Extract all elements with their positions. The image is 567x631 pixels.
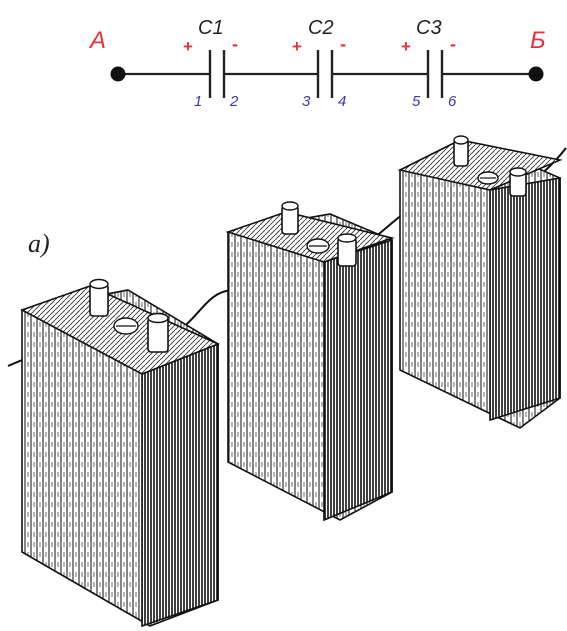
cell-1-vent-cap	[113, 317, 139, 335]
capacitor-c3: C3 + - 5 6	[401, 17, 457, 110]
cell-3-terminal-negative	[509, 167, 527, 197]
figure-label: а)	[28, 229, 50, 258]
capacitor-c2-terminal-4: 4	[338, 93, 346, 110]
cell-2-vent-cap	[306, 238, 330, 254]
cell-2-terminal-positive	[281, 201, 299, 235]
capacitor-c2-minus: -	[340, 34, 346, 54]
capacitor-c3-terminal-5: 5	[412, 93, 421, 110]
cell-1-terminal-positive	[89, 278, 109, 317]
cell-2-terminal-negative	[337, 233, 357, 267]
battery-cell-2	[225, 201, 395, 522]
capacitor-c1-minus: -	[232, 34, 238, 54]
capacitor-c1-terminal-2: 2	[229, 93, 239, 110]
node-b-dot	[528, 66, 544, 82]
node-a-label: A	[88, 27, 106, 54]
capacitor-c1-plus: +	[183, 37, 193, 56]
capacitor-c1-name: C1	[198, 17, 224, 39]
capacitor-c1: C1 + - 1 2	[183, 17, 239, 110]
cell-3-vent-cap	[477, 171, 499, 185]
capacitor-c3-minus: -	[450, 34, 456, 54]
capacitor-c2: C2 + - 3 4	[292, 17, 346, 110]
cell-3-terminal-positive	[453, 135, 469, 167]
series-circuit-schematic: A Б C1 + - 1 2 C2 + - 3 4	[88, 17, 546, 110]
capacitor-c3-plus: +	[401, 37, 411, 56]
capacitor-c3-name: C3	[416, 17, 442, 39]
capacitor-c3-terminal-6: 6	[448, 93, 457, 110]
battery-cell-3	[397, 135, 563, 429]
battery-cell-1	[20, 278, 221, 628]
cell-1-terminal-negative	[147, 312, 169, 353]
node-a-dot	[110, 66, 126, 82]
node-b-label: Б	[530, 27, 546, 54]
capacitor-c2-plus: +	[292, 37, 302, 56]
capacitor-c1-terminal-1: 1	[194, 93, 202, 110]
capacitor-c2-terminal-3: 3	[302, 93, 311, 110]
capacitor-c2-name: C2	[308, 17, 334, 39]
